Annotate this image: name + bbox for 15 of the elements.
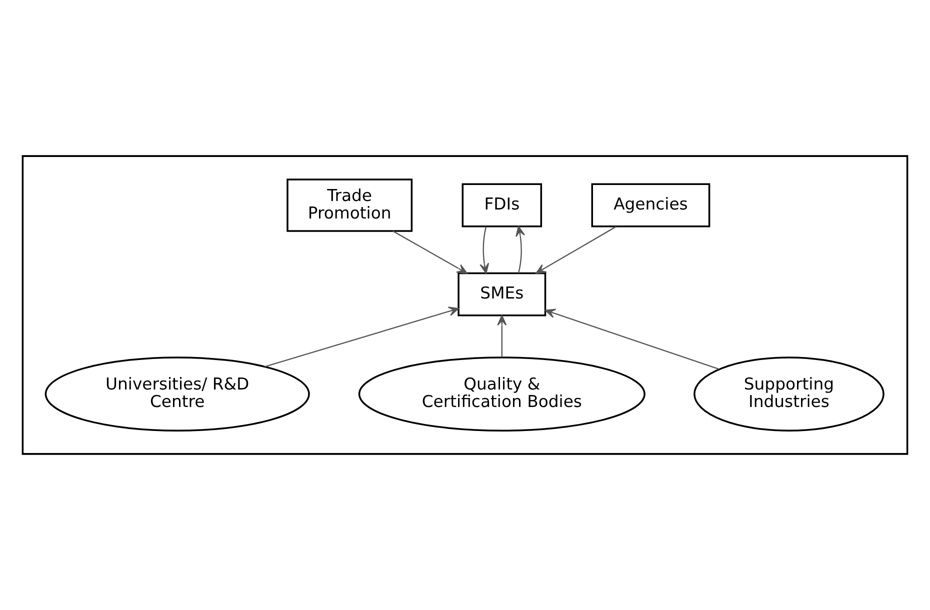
node-box: Agencies xyxy=(591,183,710,228)
node-box: Trade Promotion xyxy=(286,178,413,232)
arrow xyxy=(544,308,720,370)
node-ellipse: Universities/ R&D Centre xyxy=(44,356,310,432)
arrow xyxy=(392,230,468,274)
cluster xyxy=(22,155,908,455)
node-box: SMEs xyxy=(458,272,546,316)
node-box: FDIs xyxy=(462,183,542,228)
arrow xyxy=(480,226,490,274)
arrow xyxy=(516,226,526,274)
node-ellipse: Supporting Industries xyxy=(694,356,884,432)
arrow xyxy=(497,315,507,358)
arrow xyxy=(536,226,616,274)
arrow xyxy=(264,306,460,368)
node-ellipse: Quality & Certification Bodies xyxy=(358,356,646,432)
